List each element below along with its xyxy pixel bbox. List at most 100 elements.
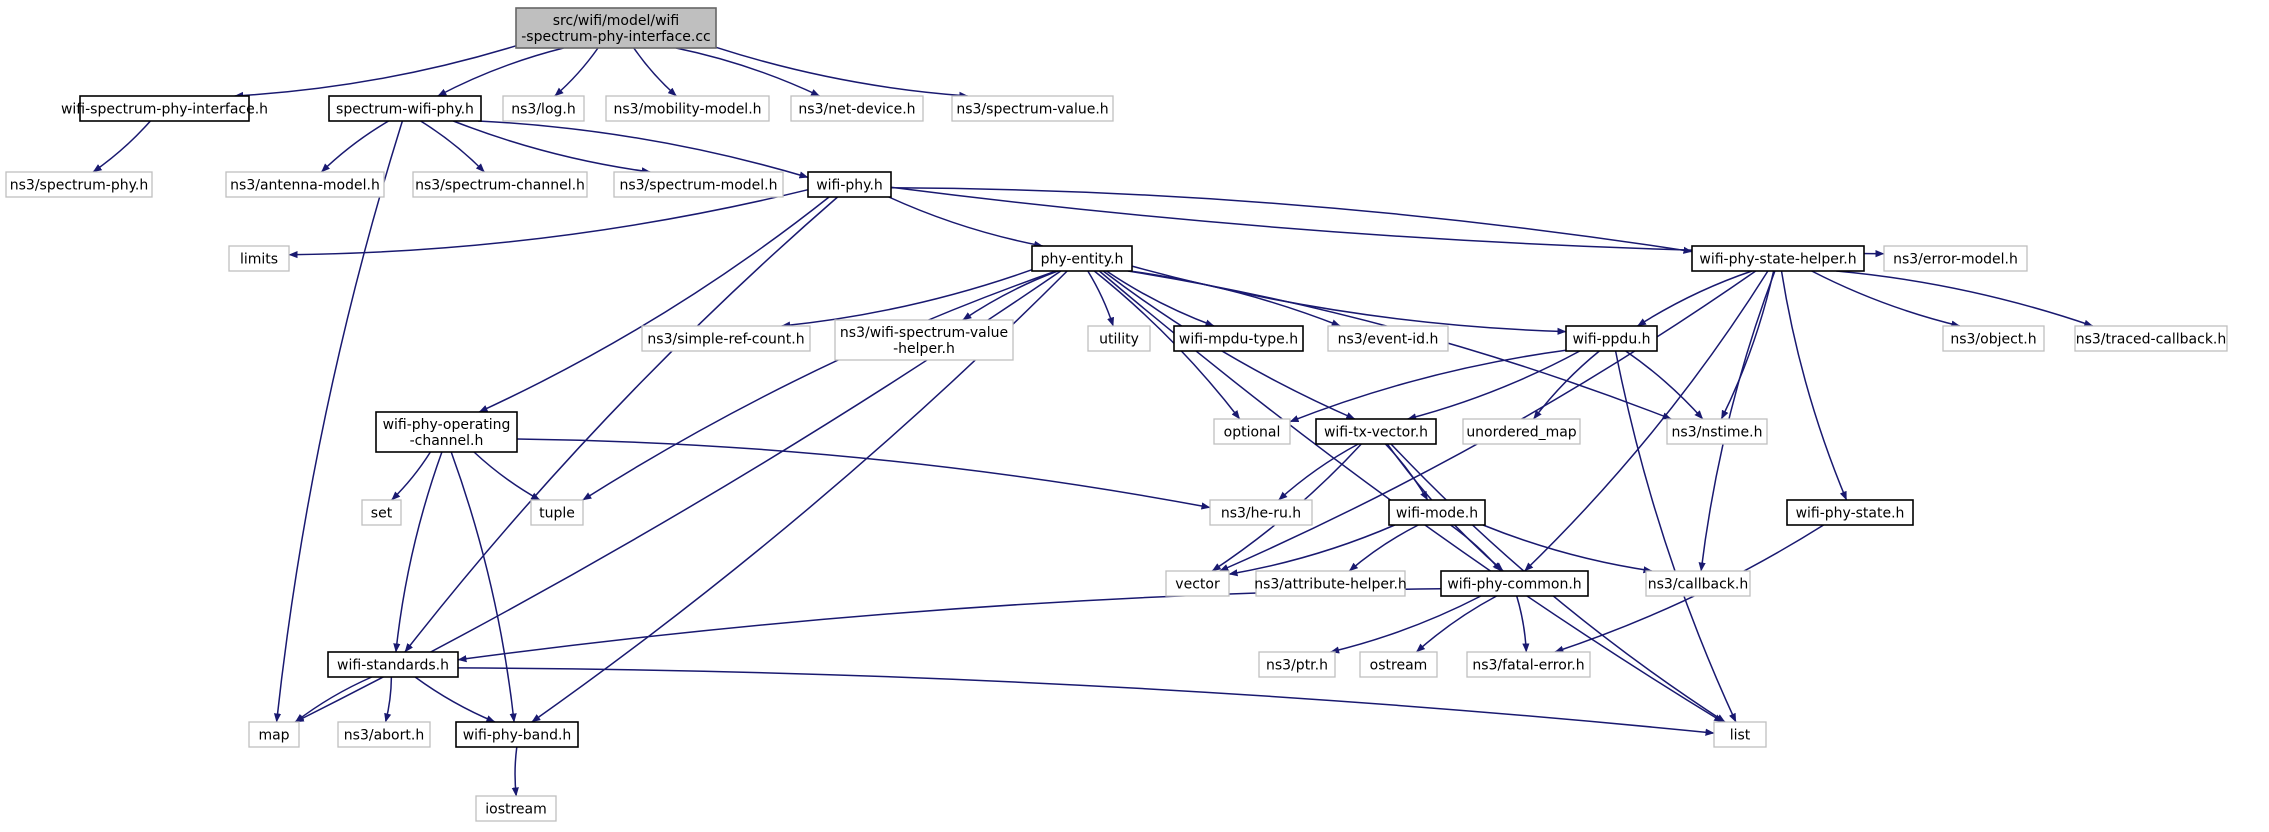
edge-phyentity-to-wsvh (962, 270, 1059, 321)
edge-phyentity-to-ppdu (1131, 265, 1567, 335)
node-label: -helper.h (893, 341, 955, 357)
node-specmodel: ns3/spectrum-model.h (613, 171, 784, 198)
node-simpleref: ns3/simple-ref-count.h (641, 325, 811, 352)
node-box (225, 171, 385, 198)
node-label: wifi-mode.h (1396, 506, 1478, 522)
node-wspi[interactable]: wifi-spectrum-phy-interface.h (61, 95, 268, 122)
node-label: ns3/log.h (511, 102, 575, 118)
node-label: -spectrum-phy-interface.cc (521, 29, 711, 45)
node-label: ns3/attribute-helper.h (1254, 577, 1407, 593)
node-box (248, 721, 300, 748)
node-label: wifi-ppdu.h (1572, 332, 1650, 348)
node-opchannel[interactable]: wifi-phy-operating-channel.h (375, 411, 518, 453)
node-box (327, 651, 459, 678)
node-ostream: ostream (1359, 651, 1438, 678)
node-errormodel: ns3/error-model.h (1883, 245, 2028, 272)
edge-swp-to-map (273, 120, 404, 723)
edge-txvector-to-wifimode (1384, 443, 1429, 501)
edge-phyentity-to-txvector (1102, 270, 1356, 420)
edge-ppdu-to-txvector (1407, 350, 1581, 421)
node-box (1691, 245, 1865, 272)
node-statehelper[interactable]: wifi-phy-state-helper.h (1691, 245, 1865, 272)
node-box (1327, 325, 1449, 352)
node-box (1645, 570, 1751, 597)
node-label: list (1730, 728, 1751, 744)
node-txvector[interactable]: wifi-tx-vector.h (1315, 418, 1437, 445)
node-box (790, 95, 924, 122)
node-box (1031, 245, 1133, 272)
node-band[interactable]: wifi-phy-band.h (455, 721, 579, 748)
node-netdevice: ns3/net-device.h (790, 95, 924, 122)
node-heru: ns3/he-ru.h (1209, 499, 1313, 526)
node-label: ns3/ptr.h (1266, 658, 1328, 674)
edge-wifiphy-to-opchannel (478, 196, 830, 413)
edge-root-to-wspi (234, 45, 517, 100)
edge-root-to-mobility (633, 47, 677, 97)
node-specvalue: ns3/spectrum-value.h (951, 95, 1114, 122)
node-box (475, 795, 557, 822)
edge-ppdu-to-optional (1289, 349, 1567, 423)
edge-root-to-specvalue (715, 46, 969, 99)
edge-phyentity-to-optional (1093, 270, 1241, 420)
edge-root-to-swp (437, 47, 564, 97)
node-label: ns3/spectrum-model.h (619, 178, 777, 194)
node-standards[interactable]: wifi-standards.h (327, 651, 459, 678)
node-box (605, 95, 770, 122)
edge-swp-to-specmodel (453, 120, 651, 175)
node-set: set (361, 499, 402, 526)
node-label: wifi-phy-common.h (1447, 577, 1581, 593)
node-box (375, 411, 518, 453)
node-label: ns3/net-device.h (798, 102, 915, 118)
edge-wifiphy-to-standards (404, 196, 839, 653)
node-label: ns3/callback.h (1648, 577, 1748, 593)
node-box (1388, 499, 1486, 526)
edge-wifimode-to-attrhelper (1348, 524, 1419, 572)
node-box (1165, 570, 1230, 597)
node-object: ns3/object.h (1942, 325, 2045, 352)
node-label: tuple (539, 506, 575, 522)
node-wifimode[interactable]: wifi-mode.h (1388, 499, 1486, 526)
node-ppdu[interactable]: wifi-ppdu.h (1565, 325, 1658, 352)
edge-swp-to-antenna (320, 120, 389, 173)
node-label: src/wifi/model/wifi (553, 13, 680, 29)
edge-ppdu-to-list (1614, 350, 1737, 723)
node-label: ns3/object.h (1950, 332, 2036, 348)
node-phyentity[interactable]: phy-entity.h (1031, 245, 1133, 272)
node-box (1315, 418, 1437, 445)
node-box (1942, 325, 2045, 352)
node-box (1786, 499, 1914, 526)
node-box (361, 499, 402, 526)
node-root[interactable]: src/wifi/model/wifi-spectrum-phy-interfa… (515, 7, 717, 49)
node-label: ns3/spectrum-phy.h (10, 178, 148, 194)
node-optional: optional (1213, 418, 1291, 445)
node-label: wifi-phy-band.h (463, 728, 572, 744)
node-label: ns3/antenna-model.h (230, 178, 380, 194)
node-label: unordered_map (1466, 425, 1576, 441)
node-phycommon[interactable]: wifi-phy-common.h (1440, 570, 1589, 597)
node-mpdutype[interactable]: wifi-mpdu-type.h (1173, 325, 1304, 352)
edge-phycommon-to-ostream (1415, 595, 1497, 653)
node-label: optional (1224, 425, 1281, 441)
edge-standards-to-map (294, 676, 373, 723)
node-label: iostream (485, 802, 547, 818)
node-abort: ns3/abort.h (337, 721, 431, 748)
edge-wifimode-to-callback (1482, 524, 1653, 574)
node-box (1258, 651, 1336, 678)
node-swp[interactable]: spectrum-wifi-phy.h (328, 95, 482, 122)
node-phystate[interactable]: wifi-phy-state.h (1786, 499, 1914, 526)
node-box (1466, 651, 1591, 678)
edge-wifimode-to-phycommon (1450, 524, 1502, 572)
edge-band-to-iostream (511, 746, 519, 797)
node-label: vector (1175, 577, 1220, 593)
node-label: wifi-spectrum-phy-interface.h (61, 102, 268, 118)
node-label: utility (1099, 332, 1139, 348)
node-nstime: ns3/nstime.h (1666, 418, 1768, 445)
node-label: spectrum-wifi-phy.h (336, 102, 474, 118)
node-label: wifi-phy-operating (383, 417, 511, 433)
node-box (1713, 721, 1767, 748)
node-label: ns3/spectrum-channel.h (415, 178, 585, 194)
node-label: ns3/wifi-spectrum-value (840, 325, 1008, 341)
node-box (1883, 245, 2028, 272)
node-wifiphy[interactable]: wifi-phy.h (807, 171, 892, 198)
edge-phyentity-to-simpleref (781, 268, 1033, 329)
